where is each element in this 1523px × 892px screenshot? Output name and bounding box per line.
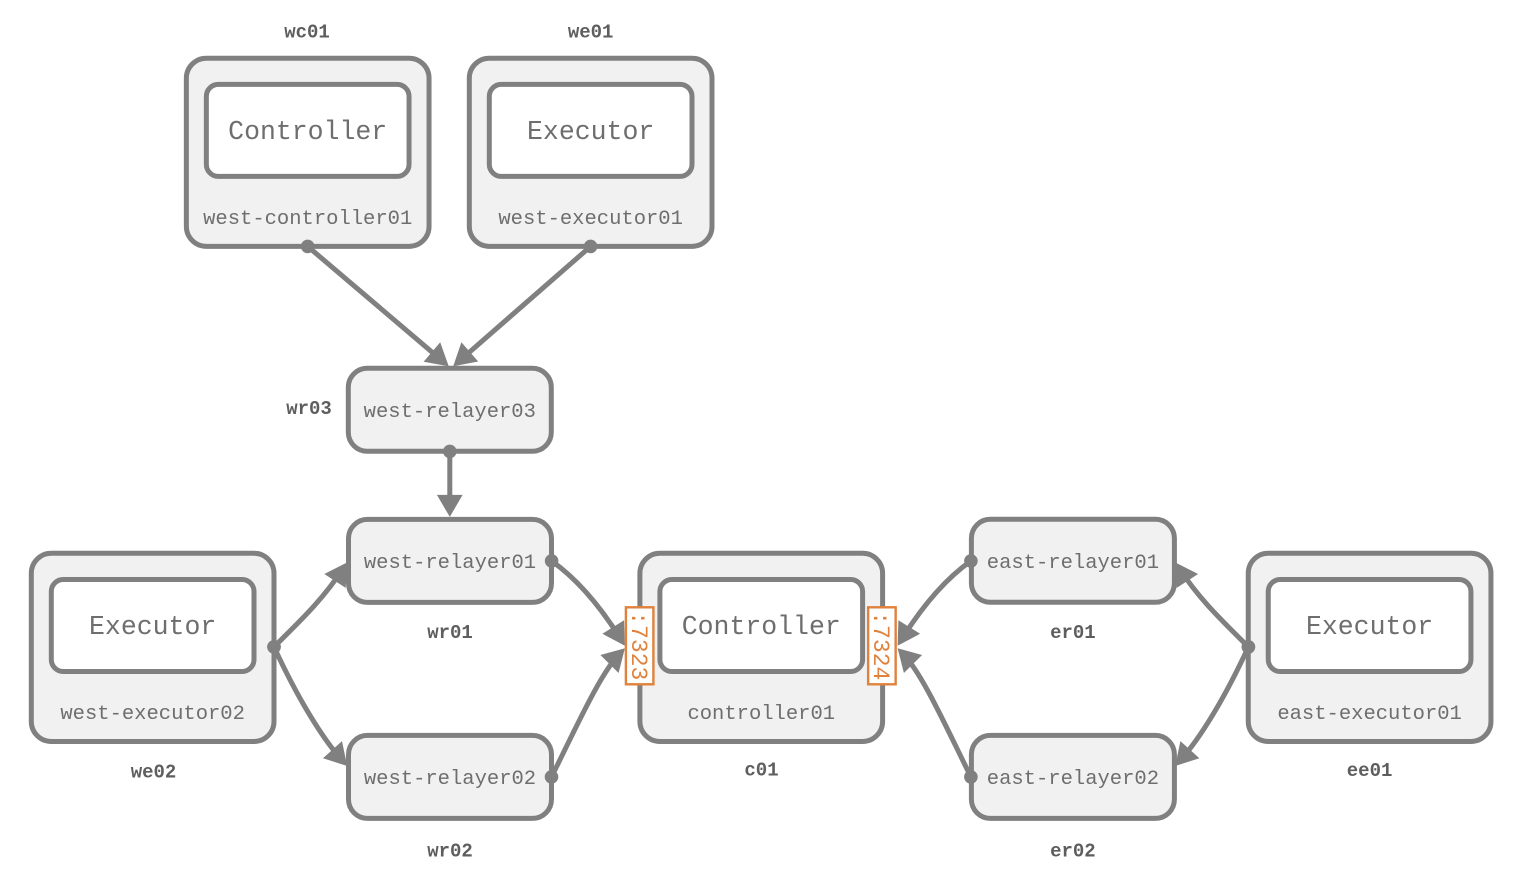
svg-text:west-executor01: west-executor01	[498, 208, 683, 231]
svg-text:wr03: wr03	[286, 398, 332, 420]
svg-text:west-relayer01: west-relayer01	[364, 552, 536, 575]
svg-text:wc01: wc01	[284, 22, 330, 44]
svg-text:Executor: Executor	[1306, 612, 1433, 642]
svg-text:west-relayer03: west-relayer03	[364, 401, 536, 424]
svg-text:controller01: controller01	[687, 703, 835, 726]
svg-text:west-relayer02: west-relayer02	[364, 768, 536, 791]
svg-text:wr01: wr01	[427, 622, 473, 644]
svg-text:east-relayer02: east-relayer02	[987, 768, 1159, 791]
svg-text:c01: c01	[744, 760, 778, 782]
svg-text:ee01: ee01	[1347, 760, 1393, 782]
svg-text:we01: we01	[568, 22, 614, 44]
svg-text:west-executor02: west-executor02	[60, 703, 245, 726]
svg-text:east-executor01: east-executor01	[1277, 703, 1462, 726]
svg-text:Executor: Executor	[89, 612, 216, 642]
svg-text:Executor: Executor	[527, 117, 654, 147]
svg-text:er02: er02	[1050, 841, 1096, 863]
svg-text::7324: :7324	[867, 611, 893, 680]
svg-text:west-controller01: west-controller01	[203, 208, 412, 231]
svg-text:we02: we02	[131, 762, 177, 784]
svg-text:east-relayer01: east-relayer01	[987, 552, 1159, 575]
svg-text:Controller: Controller	[228, 117, 387, 147]
svg-text:er01: er01	[1050, 622, 1096, 644]
svg-text::7323: :7323	[625, 611, 651, 680]
svg-text:wr02: wr02	[427, 841, 473, 863]
svg-text:Controller: Controller	[682, 612, 841, 642]
